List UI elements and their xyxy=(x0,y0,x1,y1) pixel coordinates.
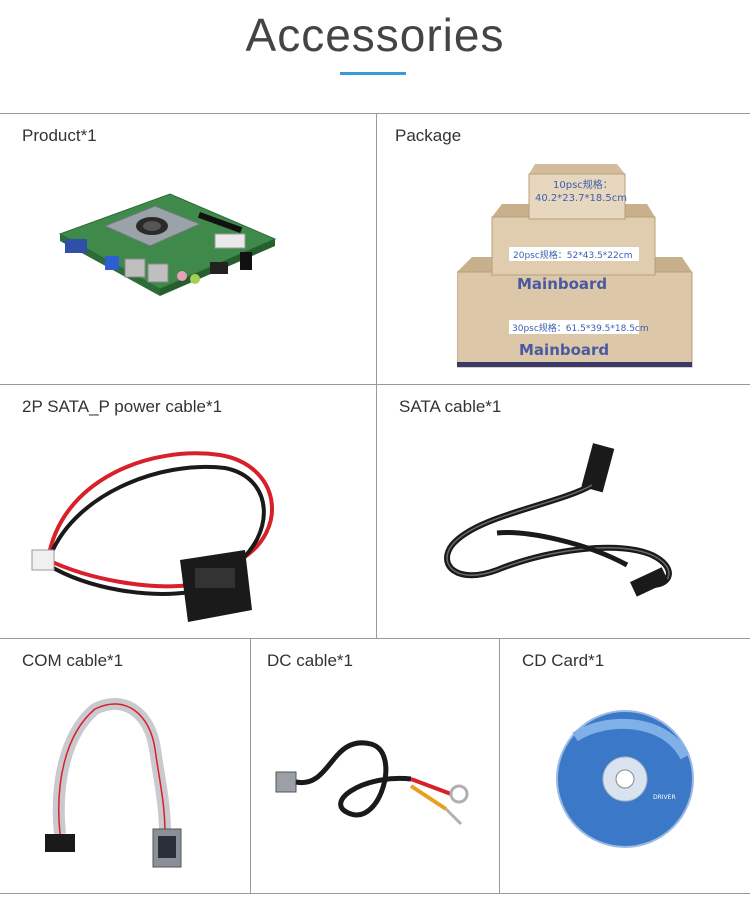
sata-cable-image xyxy=(444,443,672,597)
sata-cable-label: SATA cable*1 xyxy=(399,397,502,416)
divider-col-left xyxy=(250,638,251,893)
dc-cable-label: DC cable*1 xyxy=(267,651,353,670)
divider-col-right xyxy=(499,638,500,893)
power-cable-label: 2P SATA_P power cable*1 xyxy=(22,397,223,416)
product-cell: Product*1 xyxy=(0,114,376,384)
dc-cable-image xyxy=(275,740,469,826)
power-cable-image xyxy=(31,451,275,622)
divider-top xyxy=(0,113,750,114)
title-underline xyxy=(340,72,406,75)
sata-cable-cell: SATA cable*1 xyxy=(377,385,750,638)
package-brand-medium: Mainboard xyxy=(517,275,607,293)
motherboard-image xyxy=(58,193,277,296)
divider-row1 xyxy=(0,384,750,385)
cd-driver-text: DRIVER xyxy=(653,794,676,801)
cd-card-label: CD Card*1 xyxy=(522,651,605,670)
package-medium-size: 20psc规格：52*43.5*22cm xyxy=(513,249,632,261)
package-large-size: 30psc规格：61.5*39.5*18.5cm xyxy=(512,322,649,334)
package-cell: Package 10psc规格： 40.2*23.7*18.5cm 20psc规… xyxy=(377,114,750,384)
divider-col-mid xyxy=(376,113,377,638)
package-small-size: 10psc规格： 40.2*23.7*18.5cm xyxy=(535,178,627,204)
com-cable-image xyxy=(45,698,182,868)
package-brand-large: Mainboard xyxy=(519,341,609,359)
divider-row2 xyxy=(0,638,750,639)
page-title: Accessories xyxy=(245,9,505,61)
power-cable-cell: 2P SATA_P power cable*1 xyxy=(0,385,376,638)
package-boxes-image: 10psc规格： 40.2*23.7*18.5cm 20psc规格：52*43.… xyxy=(457,164,693,368)
divider-bottom xyxy=(0,893,750,894)
com-cable-label: COM cable*1 xyxy=(22,651,124,670)
product-label: Product*1 xyxy=(22,126,97,145)
cd-disc-image: DRIVER xyxy=(556,710,694,848)
package-label: Package xyxy=(395,126,462,145)
dc-cable-cell: DC cable*1 xyxy=(251,639,499,893)
cd-card-cell: CD Card*1 DRIVER xyxy=(500,639,750,893)
com-cable-cell: COM cable*1 xyxy=(0,639,250,893)
